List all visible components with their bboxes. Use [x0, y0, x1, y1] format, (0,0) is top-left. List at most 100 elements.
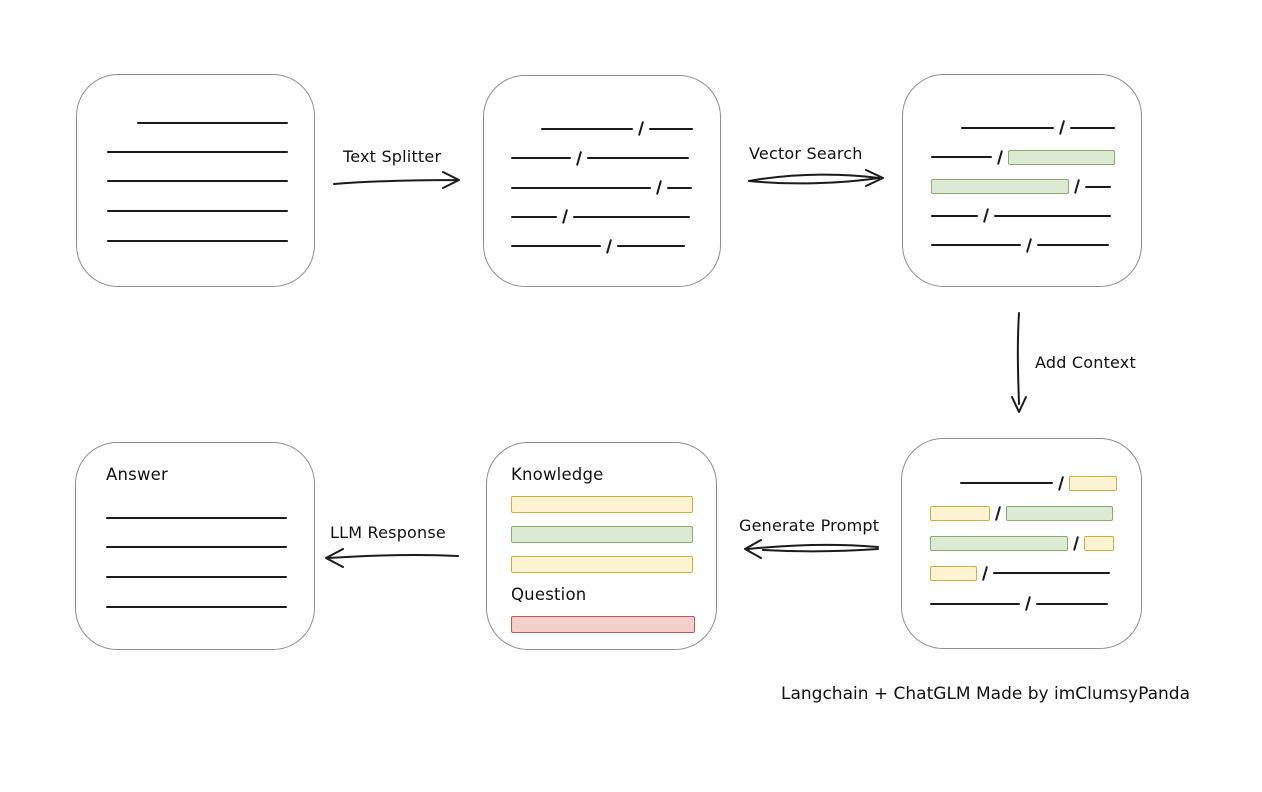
box-row	[930, 498, 1141, 528]
slash-separator	[605, 238, 613, 254]
box-row	[930, 468, 1141, 498]
box-row: Question	[511, 579, 716, 609]
vector-search-label: Vector Search	[749, 144, 863, 163]
generate-prompt-arrow	[744, 539, 879, 559]
yellow-chunk	[930, 505, 990, 521]
llm-response-arrow	[325, 548, 459, 568]
slash-separator	[1073, 178, 1081, 195]
box-row	[511, 519, 716, 549]
box-row	[107, 166, 314, 195]
text-line	[994, 214, 1112, 217]
box-row	[931, 142, 1141, 172]
text-line	[649, 127, 694, 130]
box-row	[107, 195, 314, 226]
slash-separator	[982, 207, 990, 224]
slash-separator	[981, 565, 989, 581]
box-row	[511, 609, 716, 639]
box-row	[511, 231, 720, 261]
box-row: Answer	[106, 459, 314, 489]
llm-response-label: LLM Response	[330, 523, 446, 542]
box-row	[511, 143, 720, 173]
green-bar	[511, 525, 693, 543]
text-line	[960, 482, 1053, 484]
slash-separator	[637, 120, 645, 137]
box-row	[106, 503, 314, 532]
box-row	[931, 201, 1141, 230]
green-chunk	[1006, 505, 1114, 521]
slash-separator	[1058, 119, 1066, 136]
text-line	[667, 186, 693, 189]
text-line	[617, 245, 686, 247]
box-row	[106, 489, 314, 503]
add-context-label: Add Context	[1035, 353, 1136, 372]
text-splitter-label: Text Splitter	[343, 147, 442, 166]
red-bar	[511, 615, 695, 633]
box-row	[511, 173, 720, 202]
text-line	[931, 214, 978, 217]
add-context-arrow	[1011, 312, 1027, 413]
slash-separator	[1025, 237, 1033, 253]
text-line	[107, 209, 288, 212]
box-row	[106, 592, 314, 622]
context-chunks-box	[901, 438, 1142, 649]
yellow-chunk	[930, 565, 977, 581]
matched-chunks-box	[902, 74, 1142, 287]
text-splitter-arrow	[333, 171, 460, 189]
box-row	[106, 532, 314, 562]
box-row	[107, 137, 314, 166]
split-chunks-box	[483, 75, 721, 287]
box-row	[511, 489, 716, 519]
text-line	[106, 606, 287, 608]
text-line	[931, 244, 1021, 246]
answer-box: Answer	[75, 442, 315, 650]
yellow-bar	[511, 555, 693, 573]
generate-prompt-label: Generate Prompt	[739, 516, 880, 535]
box-row	[107, 108, 314, 137]
source-document-box	[76, 74, 315, 287]
text-line	[931, 156, 992, 158]
slash-separator	[996, 149, 1004, 165]
yellow-bar	[511, 495, 693, 513]
text-line	[137, 121, 288, 124]
box-row	[511, 202, 720, 231]
text-line	[573, 215, 691, 218]
text-line	[106, 516, 287, 519]
text-line	[107, 150, 288, 153]
box-row	[511, 114, 720, 143]
yellow-chunk	[1069, 475, 1118, 491]
box-row	[930, 588, 1141, 619]
box-label: Knowledge	[511, 464, 604, 484]
green-chunk	[1008, 149, 1116, 165]
text-line	[541, 127, 633, 130]
text-line	[106, 576, 287, 578]
text-line	[930, 602, 1020, 605]
text-line	[1037, 244, 1110, 246]
credit-text: Langchain + ChatGLM Made by imClumsyPand…	[781, 684, 1190, 704]
slash-separator	[575, 150, 583, 166]
text-line	[107, 240, 288, 242]
text-line	[961, 126, 1054, 129]
box-row	[106, 562, 314, 592]
green-chunk	[931, 179, 1069, 194]
text-line	[107, 179, 288, 182]
box-row	[931, 230, 1141, 260]
vector-search-arrow	[748, 169, 884, 187]
box-row: Knowledge	[511, 459, 716, 489]
slash-separator	[655, 179, 663, 196]
box-row	[930, 528, 1141, 558]
text-line	[1085, 185, 1112, 188]
text-line	[511, 157, 571, 159]
text-line	[1070, 126, 1116, 129]
slash-separator	[994, 505, 1002, 521]
yellow-chunk	[1084, 535, 1115, 551]
text-line	[511, 215, 557, 218]
green-chunk	[930, 535, 1068, 551]
text-line	[511, 245, 601, 247]
box-row	[107, 226, 314, 256]
text-line	[993, 572, 1111, 574]
box-label: Question	[511, 584, 587, 604]
box-label: Answer	[106, 464, 168, 484]
slash-separator	[561, 208, 569, 225]
